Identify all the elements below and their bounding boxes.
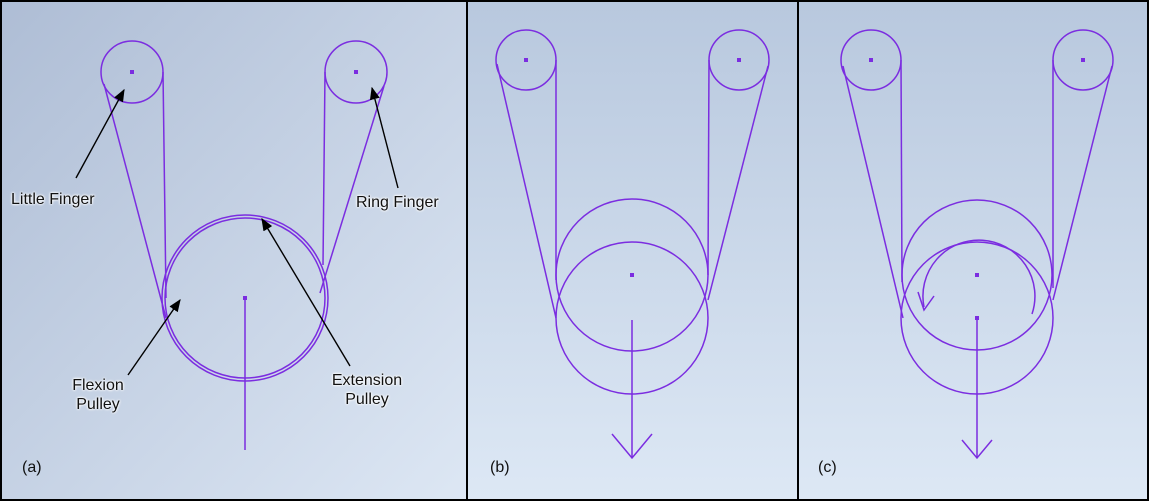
panel-b: [466, 0, 799, 501]
downward-force-arrow: [961, 320, 993, 460]
ring-finger-label: Ring Finger: [356, 194, 439, 211]
panel-label-a: (a): [22, 459, 42, 476]
panel-c: [797, 0, 1149, 501]
flexion-pulley-label-line2: Pulley: [76, 396, 120, 413]
tendon-lines: [103, 71, 385, 450]
little-finger-label: Little Finger: [11, 191, 95, 208]
tendon-lines: [496, 59, 769, 319]
extension-pulley-label: Extension Pulley: [320, 371, 414, 409]
panel-label-b: (b): [490, 459, 510, 476]
panel-a: [0, 0, 468, 501]
panel-label-c: (c): [818, 459, 837, 476]
extension-pulley-label-line1: Extension: [331, 372, 403, 389]
tendon-lines: [842, 59, 1113, 319]
extension-pulley-label-line2: Pulley: [345, 391, 389, 408]
rotation-arrow: [917, 239, 1036, 315]
downward-force-arrow: [611, 320, 653, 460]
annotation-arrows: [75, 86, 399, 376]
flexion-pulley-label-line1: Flexion: [72, 377, 124, 394]
flexion-pulley-label: Flexion Pulley: [60, 376, 136, 414]
